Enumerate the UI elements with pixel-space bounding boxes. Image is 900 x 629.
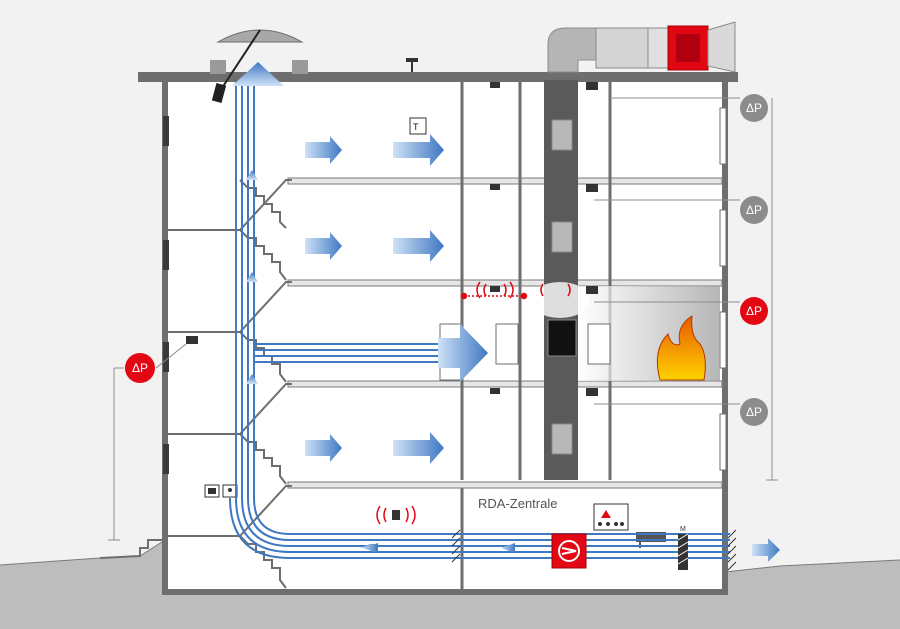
- elevator-doors: [551, 119, 573, 455]
- svg-text:ΔP: ΔP: [746, 203, 762, 217]
- pressure-sensor-floor1: ΔP: [740, 398, 768, 426]
- rooftop-air-handler: [547, 21, 736, 73]
- svg-text:ΔP: ΔP: [746, 405, 762, 419]
- pressure-sensor-top: ΔP: [740, 94, 768, 122]
- vertical-airflow-arrows: [232, 62, 284, 384]
- thermostat-icon: T: [409, 117, 427, 135]
- roof-vent-icon: [211, 29, 304, 103]
- basement-alarm-sounder: [376, 505, 416, 525]
- corridor-walls: [460, 80, 612, 590]
- svg-text:ΔP: ΔP: [132, 361, 148, 375]
- control-panel-icon: [593, 503, 629, 531]
- fan-icon: [551, 533, 587, 569]
- svg-text:T: T: [413, 122, 419, 132]
- pressure-sensor-line: [108, 97, 778, 541]
- alarm-sounder-icon: [460, 281, 571, 300]
- pressure-sensor-stairwell: ΔP: [125, 353, 155, 383]
- roof-slab: [138, 72, 738, 82]
- smoke-detector-icon: [186, 82, 598, 396]
- airflow-arrows: [305, 134, 780, 562]
- svg-text:ΔP: ΔP: [746, 304, 762, 318]
- rda-central-label: RDA-Zentrale: [478, 496, 557, 511]
- pressure-sensor-alarm: ΔP: [740, 297, 768, 325]
- svg-text:ΔP: ΔP: [746, 101, 762, 115]
- intake-duct: [229, 82, 730, 559]
- entrance-steps: [99, 539, 165, 559]
- antenna-icon: [406, 58, 418, 72]
- branch-duct: [254, 343, 460, 363]
- svg-text:M: M: [680, 526, 686, 533]
- left-windows: [163, 116, 169, 474]
- ground: [0, 540, 900, 629]
- keyswitch-icon: [204, 484, 238, 498]
- fire-icon: [656, 315, 706, 381]
- pressure-sensor-floor3: ΔP: [740, 196, 768, 224]
- air-grilles: [451, 529, 737, 571]
- motor-damper-icon: M: [677, 526, 689, 570]
- elevator-car: [547, 319, 577, 357]
